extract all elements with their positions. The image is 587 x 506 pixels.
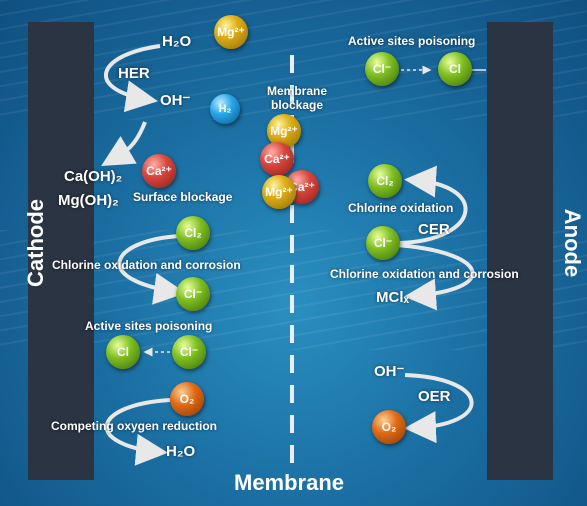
ca-ion: Ca²⁺ <box>260 142 294 176</box>
h2o-bottom-label: H₂O <box>166 443 196 460</box>
cl2-molecule: Cl₂ <box>176 216 210 250</box>
h2o-top-label: H₂O <box>162 33 192 50</box>
cathode-active-sites-label: Active sites poisoning <box>85 319 213 333</box>
ca-ion: Ca²⁺ <box>142 154 176 188</box>
cathode-chlorine-label: Chlorine oxidation and corrosion <box>52 258 241 272</box>
anode-oh-label: OH⁻ <box>374 363 405 380</box>
surface-blockage-label: Surface blockage <box>133 190 233 204</box>
oh-label: OH⁻ <box>160 92 191 109</box>
anode-electrode <box>487 22 553 480</box>
mclx-label: MClₓ <box>376 289 409 306</box>
her-label: HER <box>118 65 150 82</box>
precipitation-arrow <box>101 121 147 167</box>
membrane-blockage-label: Membrane blockage <box>266 84 328 112</box>
mg-ion: Mg²⁺ <box>262 175 296 209</box>
o2-molecule: O₂ <box>170 382 204 416</box>
anode-chlorine-arrow <box>395 243 475 311</box>
competing-orr-label: Competing oxygen reduction <box>51 419 218 433</box>
cl-minus-ion: Cl⁻ <box>176 277 210 311</box>
h2-molecule: H₂ <box>210 94 240 124</box>
cl-minus-ion: Cl⁻ <box>366 226 400 260</box>
cathode-electrode <box>28 22 94 480</box>
membrane-label: Membrane <box>234 470 345 495</box>
anode-active-sites-label: Active sites poisoning <box>348 34 476 48</box>
cl-minus-ion: Cl⁻ <box>172 335 206 369</box>
oer-arrow <box>404 373 474 444</box>
o2-molecule: O₂ <box>372 410 406 444</box>
mg-ion: Mg²⁺ <box>214 15 248 49</box>
membrane-line <box>290 55 294 468</box>
cer-arrow <box>399 165 468 245</box>
her-arrow <box>104 44 161 113</box>
cer-label: CER <box>418 221 450 238</box>
cl-atom: Cl <box>438 52 472 86</box>
chlorine-oxidation-label: Chlorine oxidation <box>348 201 454 215</box>
mgoh2-label: Mg(OH)₂ <box>58 192 119 209</box>
cathode-chlorine-arrow <box>117 234 186 305</box>
anode-chlorine-label: Chlorine oxidation and corrosion <box>330 267 519 281</box>
caoh2-label: Ca(OH)₂ <box>64 168 123 185</box>
orr-arrow <box>104 398 171 466</box>
cl-minus-ion: Cl⁻ <box>365 52 399 86</box>
cl2-molecule: Cl₂ <box>368 164 402 198</box>
oer-label: OER <box>418 388 451 405</box>
cl-atom: Cl <box>106 335 140 369</box>
